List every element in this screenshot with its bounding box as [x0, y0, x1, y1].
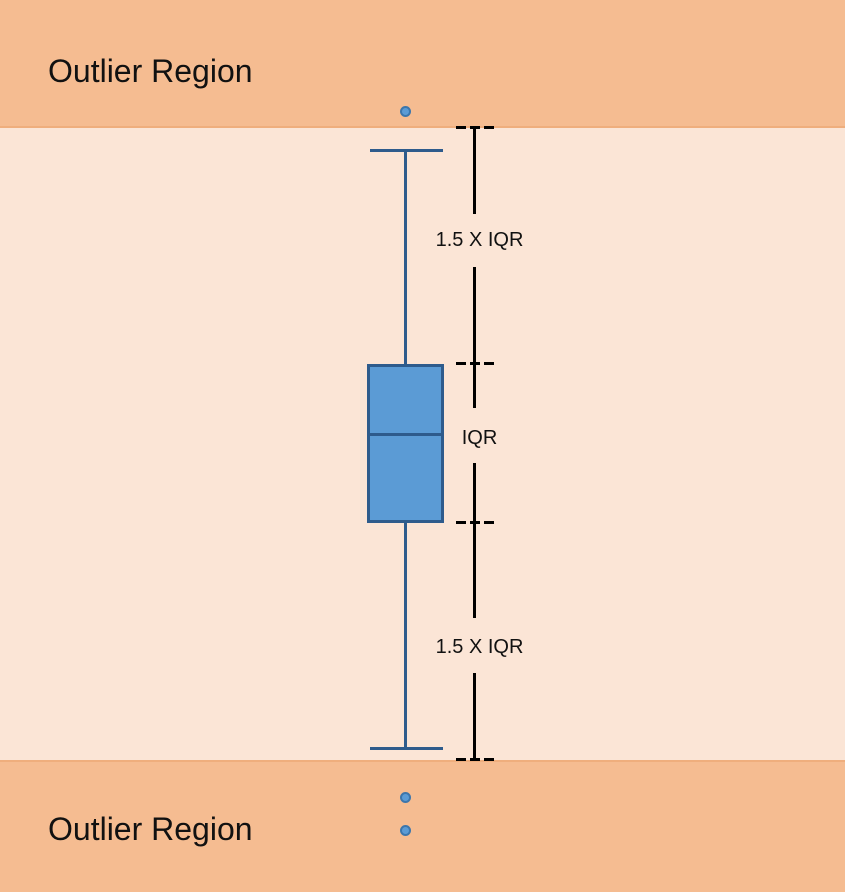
outlier-point-top: [400, 106, 411, 117]
upper-fence-tick: [456, 126, 494, 129]
lower-whisker-cap: [370, 747, 443, 750]
outlier-band-bottom: [0, 760, 845, 892]
upper-whisker-cap: [370, 149, 443, 152]
outlier-point-bottom-1: [400, 792, 411, 803]
lower-whisker-span-label: 1.5 X IQR: [435, 636, 524, 658]
iqr-label: IQR: [461, 427, 498, 449]
annotation-line-lower-1: [473, 463, 476, 618]
upper-whisker-line: [404, 151, 407, 364]
iqr-box: [367, 364, 444, 523]
annotation-line-upper-1: [473, 128, 476, 214]
lower-whisker-line: [404, 523, 407, 749]
outlier-point-bottom-2: [400, 825, 411, 836]
outlier-region-label-top: Outlier Region: [48, 53, 253, 89]
outlier-region-label-bottom: Outlier Region: [48, 811, 253, 847]
outlier-band-top: [0, 0, 845, 128]
median-line: [367, 433, 444, 436]
upper-whisker-span-label: 1.5 X IQR: [435, 229, 524, 251]
annotation-line-upper-2: [473, 267, 476, 408]
annotation-line-lower-2: [473, 673, 476, 761]
